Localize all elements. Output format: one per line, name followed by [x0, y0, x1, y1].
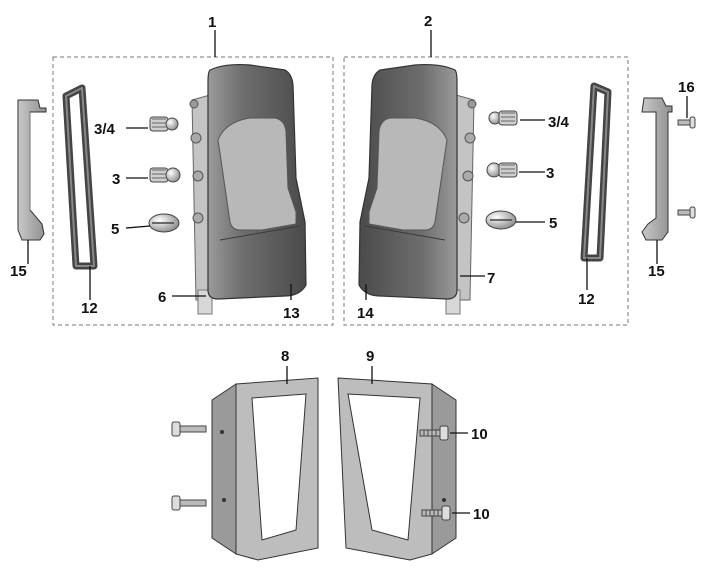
right-mounting-frame [337, 377, 457, 561]
left-gasket [62, 84, 98, 270]
callout-10-top: 10 [471, 426, 488, 443]
callout-3-4-left: 3/4 [94, 121, 116, 138]
callout-12-right: 12 [578, 291, 595, 308]
right-gasket [580, 82, 612, 262]
callout-15-right: 15 [648, 263, 665, 280]
bolt-left-bottom [171, 495, 207, 511]
callout-5-left: 5 [111, 221, 119, 238]
callout-3-4-right: 3/4 [548, 114, 570, 131]
callout-1: 1 [208, 14, 216, 31]
right-tail-lamp [358, 63, 477, 315]
right-lamp-assembly-box [343, 56, 629, 326]
bolt-left-top [171, 421, 207, 437]
callout-13: 13 [283, 305, 300, 322]
callout-5-right: 5 [549, 215, 557, 232]
left-bulb-3 [149, 167, 181, 183]
left-mount-bracket [17, 99, 47, 241]
screw-16-top [677, 116, 696, 129]
bolt-right-bottom [421, 505, 451, 521]
right-bulb-3 [486, 162, 518, 178]
callout-15-left: 15 [10, 263, 27, 280]
left-mounting-frame [211, 377, 319, 561]
callout-9: 9 [366, 348, 374, 365]
left-lamp-assembly-box [52, 56, 334, 326]
callout-3-right: 3 [546, 165, 554, 182]
bolt-right-top [419, 425, 449, 441]
left-bulb-5 [148, 213, 180, 233]
left-tail-lamp [189, 63, 307, 315]
callout-2: 2 [424, 13, 432, 30]
right-bulb-5 [485, 210, 517, 230]
right-bulb-3-4 [488, 110, 518, 126]
right-mount-bracket [641, 97, 673, 241]
callout-14: 14 [357, 305, 374, 322]
screw-16-bottom [677, 206, 696, 219]
callout-12-left: 12 [81, 300, 98, 317]
callout-16: 16 [678, 79, 695, 96]
callout-10-bottom: 10 [473, 506, 490, 523]
callout-8: 8 [281, 348, 289, 365]
left-bulb-3-4 [149, 116, 179, 132]
callout-3-left: 3 [112, 171, 120, 188]
callout-6: 6 [158, 289, 166, 306]
callout-7: 7 [487, 270, 495, 287]
